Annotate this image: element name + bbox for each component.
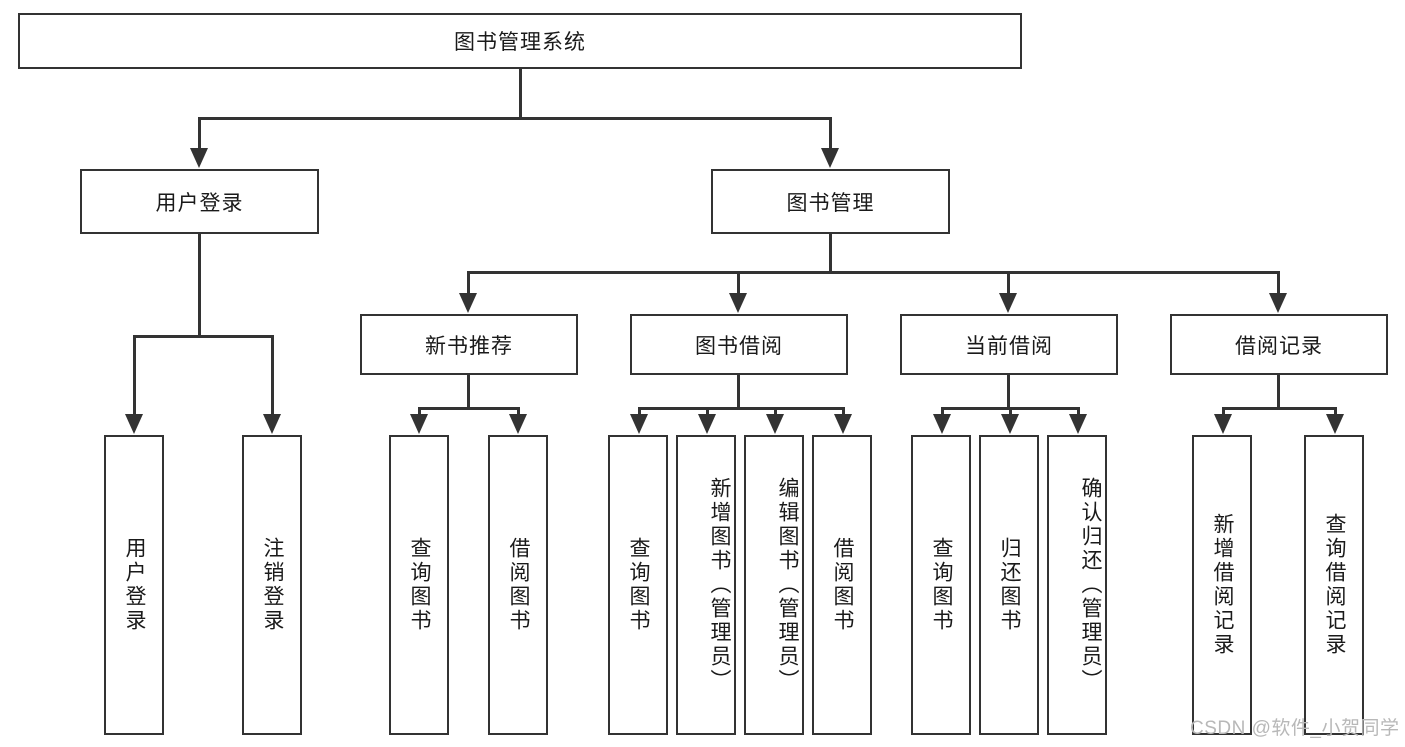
connector-book-borrow-stem xyxy=(737,375,740,407)
connector-drop-cb-return xyxy=(1009,407,1012,417)
node-label: 借阅图书 xyxy=(507,537,530,633)
arrowhead-new-book xyxy=(459,293,477,313)
arrowhead-bb-add xyxy=(698,414,716,434)
node-label: 查询借阅记录 xyxy=(1323,513,1346,657)
arrowhead-book-manage xyxy=(821,148,839,168)
node-new-book-recommend[interactable]: 新书推荐 xyxy=(360,314,578,375)
leaf-nb-borrow-book[interactable]: 借阅图书 xyxy=(488,435,548,735)
arrowhead-cb-return xyxy=(1001,414,1019,434)
leaf-nb-query-book[interactable]: 查询图书 xyxy=(389,435,449,735)
connector-drop-current-borrow xyxy=(1007,271,1010,295)
node-label: 查询图书 xyxy=(627,537,650,633)
connector-drop-user-login xyxy=(198,117,201,150)
connector-drop-bb-borrow xyxy=(842,407,845,417)
connector-drop-leaf-user-login xyxy=(133,335,136,417)
node-label: 图书管理 xyxy=(786,191,875,215)
leaf-cb-confirm-return[interactable]: 确认归还（管理员） xyxy=(1047,435,1107,735)
csdn-watermark: CSDN @软件_小贺同学 xyxy=(1190,718,1400,739)
arrowhead-br-query xyxy=(1326,414,1344,434)
connector-root-stem xyxy=(519,69,522,117)
arrowhead-bb-query xyxy=(630,414,648,434)
connector-drop-book-borrow xyxy=(737,271,740,295)
connector-level3-bus xyxy=(467,271,1280,274)
node-book-borrow[interactable]: 图书借阅 xyxy=(630,314,848,375)
node-label: 图书管理系统 xyxy=(454,31,586,54)
node-label: 编辑图书（管理员） xyxy=(776,477,799,693)
node-label: 图书借阅 xyxy=(695,334,783,358)
leaf-logout[interactable]: 注销登录 xyxy=(242,435,302,735)
leaf-bb-edit-book[interactable]: 编辑图书（管理员） xyxy=(744,435,804,735)
arrowhead-br-add xyxy=(1214,414,1232,434)
connector-book-borrow-bus xyxy=(638,407,843,410)
connector-drop-bb-query xyxy=(638,407,641,417)
node-label: 用户登录 xyxy=(123,537,146,633)
connector-drop-book-manage xyxy=(829,117,832,150)
node-label: 新增图书（管理员） xyxy=(708,477,731,693)
arrowhead-cb-query xyxy=(933,414,951,434)
node-current-borrow[interactable]: 当前借阅 xyxy=(900,314,1118,375)
arrowhead-bb-edit xyxy=(766,414,784,434)
connector-drop-new-book xyxy=(467,271,470,295)
connector-borrow-record-stem xyxy=(1277,375,1280,407)
connector-user-login-bus xyxy=(133,335,274,338)
node-borrow-record[interactable]: 借阅记录 xyxy=(1170,314,1388,375)
node-label: 当前借阅 xyxy=(965,334,1053,358)
arrowhead-current-borrow xyxy=(999,293,1017,313)
connector-user-login-stem xyxy=(198,234,201,335)
arrowhead-nb-query xyxy=(410,414,428,434)
arrowhead-leaf-logout xyxy=(263,414,281,434)
node-book-manage[interactable]: 图书管理 xyxy=(711,169,950,234)
arrowhead-book-borrow xyxy=(729,293,747,313)
leaf-user-login[interactable]: 用户登录 xyxy=(104,435,164,735)
node-label: 查询图书 xyxy=(930,537,953,633)
leaf-cb-return-book[interactable]: 归还图书 xyxy=(979,435,1039,735)
connector-new-book-stem xyxy=(467,375,470,407)
connector-drop-cb-query xyxy=(941,407,944,417)
connector-drop-nb-query xyxy=(418,407,421,417)
connector-drop-nb-borrow xyxy=(517,407,520,417)
connector-drop-br-add xyxy=(1222,407,1225,417)
leaf-br-add-record[interactable]: 新增借阅记录 xyxy=(1192,435,1252,735)
node-label: 归还图书 xyxy=(998,537,1021,633)
connector-book-manage-stem xyxy=(829,234,832,271)
node-label: 新增借阅记录 xyxy=(1211,513,1234,657)
connector-drop-leaf-logout xyxy=(271,335,274,417)
arrowhead-user-login xyxy=(190,148,208,168)
connector-drop-bb-edit xyxy=(774,407,777,417)
arrowhead-borrow-record xyxy=(1269,293,1287,313)
arrowhead-leaf-user-login xyxy=(125,414,143,434)
connector-drop-cb-confirm xyxy=(1077,407,1080,417)
leaf-br-query-record[interactable]: 查询借阅记录 xyxy=(1304,435,1364,735)
arrowhead-cb-confirm xyxy=(1069,414,1087,434)
connector-borrow-record-bus xyxy=(1222,407,1337,410)
arrowhead-nb-borrow xyxy=(509,414,527,434)
connector-level2-bus xyxy=(198,117,832,120)
connector-drop-borrow-record xyxy=(1277,271,1280,295)
leaf-bb-add-book[interactable]: 新增图书（管理员） xyxy=(676,435,736,735)
node-label: 借阅记录 xyxy=(1235,334,1323,358)
node-label: 注销登录 xyxy=(261,537,284,633)
node-user-login[interactable]: 用户登录 xyxy=(80,169,319,234)
connector-drop-br-query xyxy=(1334,407,1337,417)
node-label: 查询图书 xyxy=(408,537,431,633)
leaf-bb-borrow-book[interactable]: 借阅图书 xyxy=(812,435,872,735)
node-label: 用户登录 xyxy=(155,191,244,215)
leaf-cb-query-book[interactable]: 查询图书 xyxy=(911,435,971,735)
arrowhead-bb-borrow xyxy=(834,414,852,434)
leaf-bb-query-book[interactable]: 查询图书 xyxy=(608,435,668,735)
node-label: 新书推荐 xyxy=(425,334,513,358)
connector-drop-bb-add xyxy=(706,407,709,417)
node-root-system[interactable]: 图书管理系统 xyxy=(18,13,1022,69)
connector-current-borrow-stem xyxy=(1007,375,1010,407)
node-label: 确认归还（管理员） xyxy=(1079,477,1102,693)
node-label: 借阅图书 xyxy=(831,537,854,633)
connector-new-book-bus xyxy=(418,407,519,410)
